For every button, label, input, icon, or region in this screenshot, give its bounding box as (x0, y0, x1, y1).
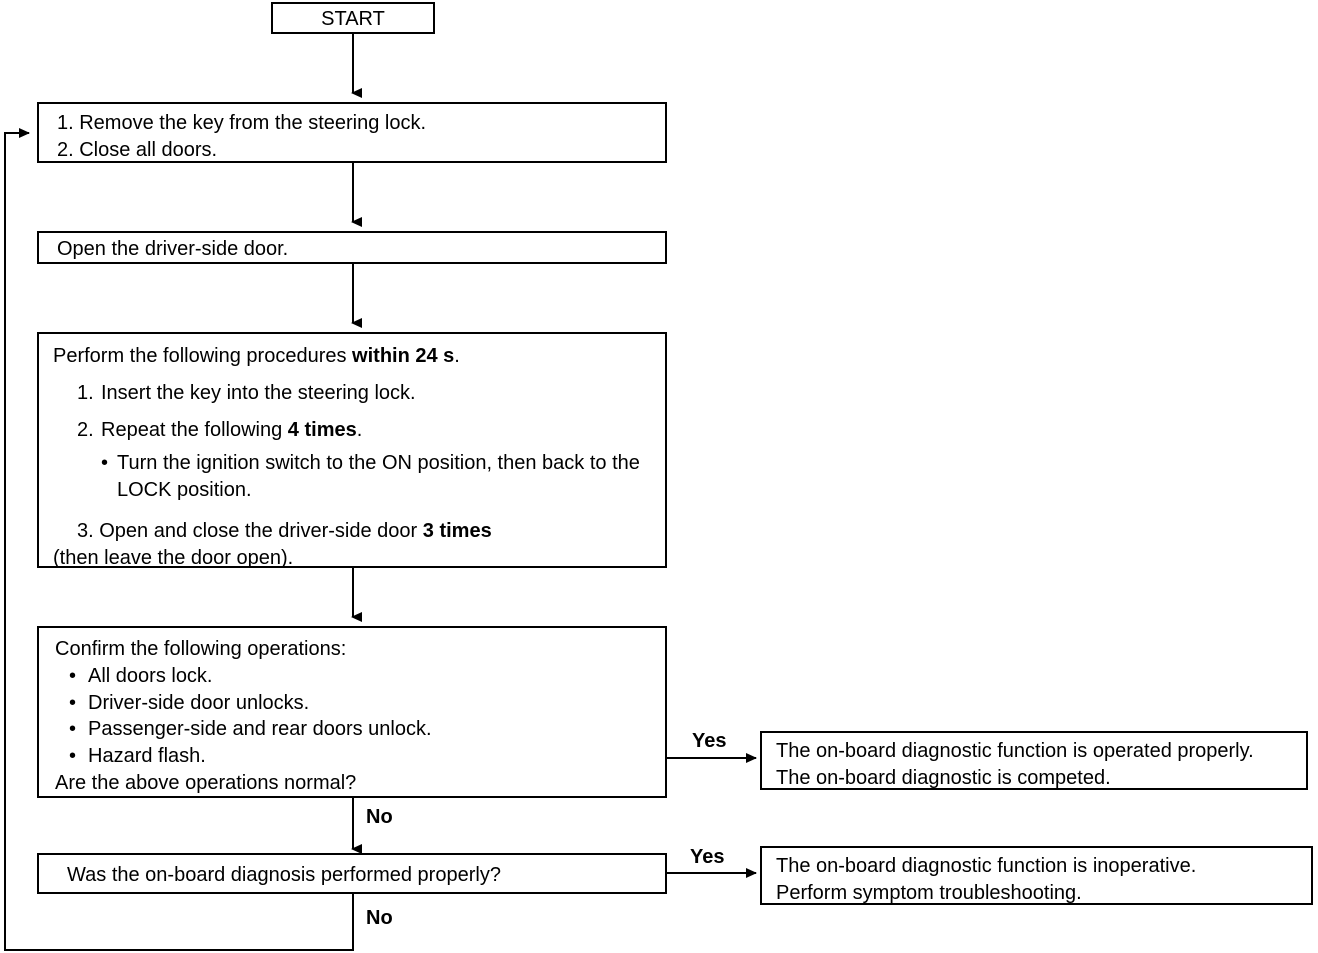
node-step3-item2-body: Repeat the following 4 times. (101, 417, 655, 444)
node-confirm-bullet-1-text: Driver-side door unlocks. (88, 691, 310, 714)
node-result-ok-line1: The on-board diagnostic function is oper… (776, 740, 1254, 762)
node-step3: Perform the following procedures within … (37, 332, 667, 569)
node-start: START (271, 2, 435, 34)
node-step1: 1. Remove the key from the steering lock… (37, 102, 667, 163)
node-confirm: Confirm the following operations: • All … (37, 626, 667, 798)
node-result-ok-line2: The on-board diagnostic is competed. (776, 766, 1111, 789)
node-step3-item3-prefix: 3. Open and close the driver-side door (77, 519, 423, 542)
node-step3-intro-prefix: Perform the following procedures (53, 345, 353, 367)
node-confirm-bullet-3: • Hazard flash. (69, 743, 655, 770)
node-step3-item2-suffix: . (356, 418, 363, 441)
node-step2: Open the driver-side door. (37, 231, 667, 264)
node-confirm-bullet-3-text: Hazard flash. (88, 745, 206, 768)
node-confirm-bullet-2-text: Passenger-side and rear doors unlock. (88, 718, 432, 741)
node-step3-item2-bold: 4 times (287, 418, 357, 441)
node-step1-line1: 1. Remove the key from the steering lock… (57, 112, 427, 134)
node-step3-item1-text: Insert the key into the steering lock. (101, 381, 416, 404)
node-step3-intro: Perform the following procedures within … (53, 343, 655, 370)
bullet-icon: • (101, 452, 109, 475)
edge-label-confirm-no: No (366, 806, 393, 828)
node-step3-item3-cont: (then leave the door open). (53, 546, 294, 569)
node-step3-bullet: • Turn the ignition switch to the ON pos… (101, 450, 655, 504)
node-result-inoperative-line2: Perform symptom troubleshooting. (776, 881, 1082, 904)
bullet-icon: • (69, 718, 77, 741)
edge-label-check-yes: Yes (690, 846, 725, 868)
node-step3-item3: 3. Open and close the driver-side door 3… (53, 518, 655, 572)
node-step3-item2: 2. Repeat the following 4 times. (77, 417, 655, 444)
node-step3-intro-bold: within 24 s (352, 345, 455, 367)
node-start-label: START (321, 8, 385, 30)
node-result-inoperative-line1: The on-board diagnostic function is inop… (776, 855, 1197, 877)
node-result-inoperative: The on-board diagnostic function is inop… (760, 846, 1313, 905)
bullet-icon: • (69, 745, 77, 768)
node-confirm-heading: Confirm the following operations: (55, 638, 347, 660)
bullet-icon: • (69, 691, 77, 714)
node-step3-item2-prefix: Repeat the following (101, 418, 288, 441)
node-confirm-bullet-0: • All doors lock. (69, 663, 655, 690)
edge-label-check-no: No (366, 907, 393, 929)
node-step3-item1-marker: 1. (77, 381, 94, 404)
node-confirm-bullet-1: • Driver-side door unlocks. (69, 690, 655, 717)
node-step3-item2-marker: 2. (77, 418, 94, 441)
node-diagnosis-check: Was the on-board diagnosis performed pro… (37, 853, 667, 894)
node-step1-line2: 2. Close all doors. (57, 138, 218, 161)
bullet-icon: • (69, 664, 77, 687)
node-confirm-question: Are the above operations normal? (55, 771, 357, 794)
node-step3-item3-bold: 3 times (422, 519, 492, 542)
node-confirm-bullet-0-text: All doors lock. (88, 664, 213, 687)
node-step3-intro-suffix: . (454, 345, 460, 367)
node-step3-bullet-text: Turn the ignition switch to the ON posit… (117, 452, 640, 502)
node-diagnosis-check-question: Was the on-board diagnosis performed pro… (67, 864, 501, 886)
node-confirm-bullet-2: • Passenger-side and rear doors unlock. (69, 716, 655, 743)
node-step2-line1: Open the driver-side door. (57, 238, 289, 260)
node-step3-item1: 1. Insert the key into the steering lock… (77, 380, 655, 407)
edge-label-confirm-yes: Yes (692, 730, 727, 752)
node-result-ok: The on-board diagnostic function is oper… (760, 731, 1308, 790)
